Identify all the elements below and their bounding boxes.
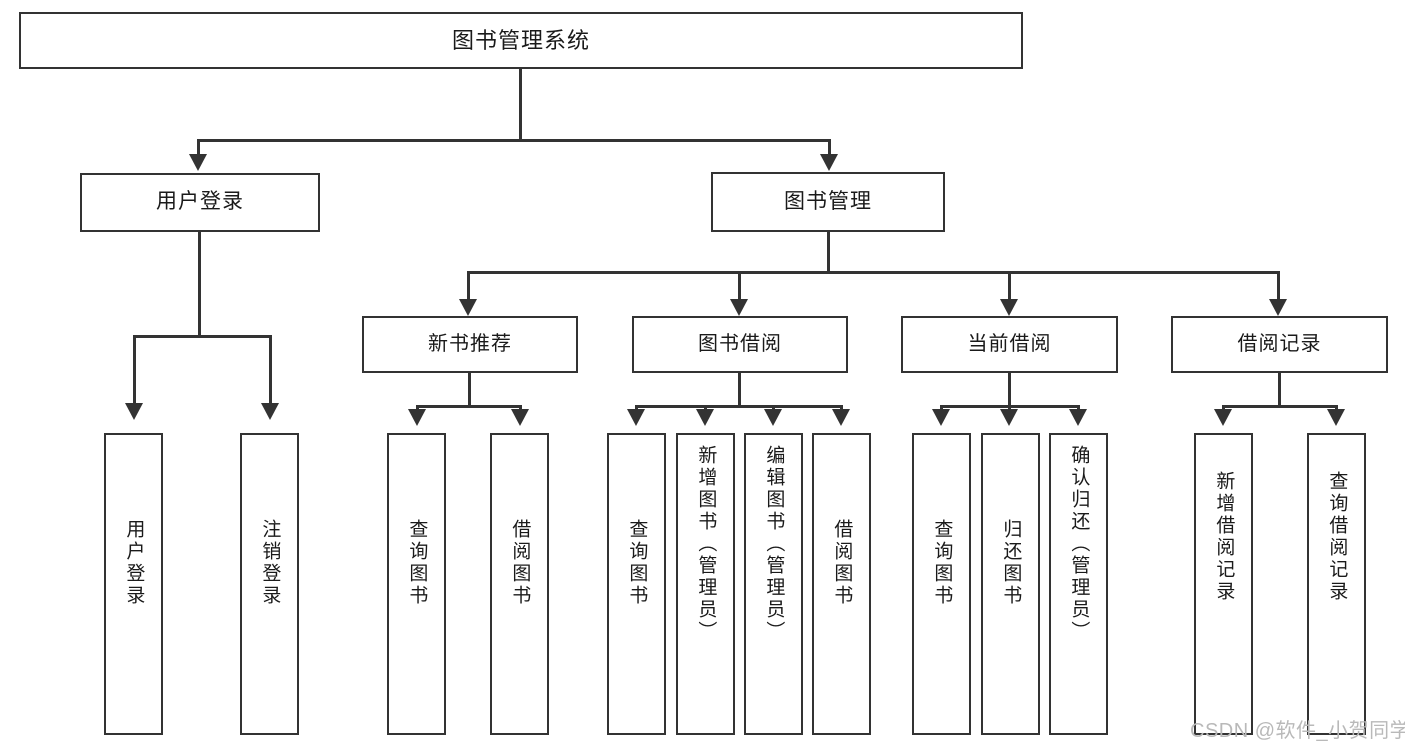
connector-bm-drop-4 xyxy=(1277,271,1280,301)
connector-nbr-stem xyxy=(468,373,471,407)
arrow-to-leaf-query-book-3 xyxy=(932,409,950,426)
connector-root-stem xyxy=(519,69,522,141)
node-label: 查询借阅记录 xyxy=(1326,471,1348,603)
node-current-borrow[interactable]: 当前借阅 xyxy=(901,316,1118,373)
node-label: 图书管理系统 xyxy=(451,27,590,53)
arrow-to-leaf-query-book-2 xyxy=(627,409,645,426)
connector-root-to-book-management xyxy=(828,139,831,156)
node-label: 编辑图书（管理员） xyxy=(763,445,785,643)
node-leaf-query-book-2[interactable]: 查询图书 xyxy=(607,433,666,735)
node-leaf-borrow-book-2[interactable]: 借阅图书 xyxy=(812,433,871,735)
connector-user-login-bus xyxy=(133,335,270,338)
node-label: 确认归还（管理员） xyxy=(1068,445,1090,643)
node-label: 归还图书 xyxy=(1000,519,1022,607)
node-label: 借阅图书 xyxy=(509,519,531,607)
connector-book-management-stem xyxy=(827,232,830,273)
node-leaf-return-book[interactable]: 归还图书 xyxy=(981,433,1040,735)
node-leaf-query-book-1[interactable]: 查询图书 xyxy=(387,433,446,735)
node-label: 新增图书（管理员） xyxy=(695,445,717,643)
connector-nbr-bus xyxy=(416,405,521,408)
node-leaf-add-book[interactable]: 新增图书（管理员） xyxy=(676,433,735,735)
node-label: 借阅记录 xyxy=(1237,333,1322,355)
arrow-to-leaf-query-record xyxy=(1327,409,1345,426)
node-label: 查询图书 xyxy=(406,519,428,607)
connector-user-login-drop-1 xyxy=(133,335,136,405)
node-leaf-query-record[interactable]: 查询借阅记录 xyxy=(1307,433,1366,735)
connector-bm-drop-1 xyxy=(467,271,470,301)
connector-root-bus xyxy=(197,139,831,142)
node-leaf-confirm-return[interactable]: 确认归还（管理员） xyxy=(1049,433,1108,735)
node-label: 查询图书 xyxy=(626,519,648,607)
node-label: 新增借阅记录 xyxy=(1213,471,1235,603)
arrow-to-leaf-return-book xyxy=(1000,409,1018,426)
node-leaf-borrow-book-1[interactable]: 借阅图书 xyxy=(490,433,549,735)
node-borrow-record[interactable]: 借阅记录 xyxy=(1171,316,1388,373)
node-leaf-query-book-3[interactable]: 查询图书 xyxy=(912,433,971,735)
node-label: 用户登录 xyxy=(156,190,244,214)
arrow-root-to-book-management xyxy=(820,154,838,171)
connector-cb-stem xyxy=(1008,373,1011,407)
node-label: 图书管理 xyxy=(784,189,872,213)
arrow-to-new-book-recommend xyxy=(459,299,477,316)
arrow-to-leaf-borrow-book-1 xyxy=(511,409,529,426)
arrow-to-borrow-record xyxy=(1269,299,1287,316)
connector-book-management-bus xyxy=(467,271,1278,274)
node-book-borrow[interactable]: 图书借阅 xyxy=(632,316,848,373)
connector-bm-drop-3 xyxy=(1008,271,1011,301)
connector-user-login-drop-2 xyxy=(269,335,272,405)
node-new-book-recommend[interactable]: 新书推荐 xyxy=(362,316,578,373)
arrow-to-leaf-confirm-return xyxy=(1069,409,1087,426)
connector-root-to-user-login xyxy=(197,139,200,156)
connector-bm-drop-2 xyxy=(738,271,741,301)
node-book-management[interactable]: 图书管理 xyxy=(711,172,945,232)
node-label: 新书推荐 xyxy=(428,333,512,355)
connector-bb-bus xyxy=(635,405,843,408)
node-leaf-add-record[interactable]: 新增借阅记录 xyxy=(1194,433,1253,735)
arrow-to-leaf-edit-book xyxy=(764,409,782,426)
node-user-login[interactable]: 用户登录 xyxy=(80,173,320,232)
node-label: 查询图书 xyxy=(931,519,953,607)
arrow-to-leaf-query-book-1 xyxy=(408,409,426,426)
arrow-to-current-borrow xyxy=(1000,299,1018,316)
node-label: 借阅图书 xyxy=(831,519,853,607)
connector-br-bus xyxy=(1222,405,1338,408)
node-label: 图书借阅 xyxy=(698,333,782,355)
arrow-to-book-borrow xyxy=(730,299,748,316)
node-label: 注销登录 xyxy=(259,519,281,607)
connector-br-stem xyxy=(1278,373,1281,407)
arrow-to-leaf-logout xyxy=(261,403,279,420)
connector-bb-stem xyxy=(738,373,741,407)
arrow-to-leaf-add-book xyxy=(696,409,714,426)
node-leaf-logout[interactable]: 注销登录 xyxy=(240,433,299,735)
connector-user-login-stem xyxy=(198,232,201,337)
arrow-to-leaf-borrow-book-2 xyxy=(832,409,850,426)
node-leaf-edit-book[interactable]: 编辑图书（管理员） xyxy=(744,433,803,735)
node-label: 用户登录 xyxy=(123,519,145,607)
arrow-to-leaf-add-record xyxy=(1214,409,1232,426)
node-label: 当前借阅 xyxy=(967,333,1052,355)
arrow-root-to-user-login xyxy=(189,154,207,171)
node-root-system[interactable]: 图书管理系统 xyxy=(19,12,1023,69)
node-leaf-user-login[interactable]: 用户登录 xyxy=(104,433,163,735)
arrow-to-leaf-user-login xyxy=(125,403,143,420)
